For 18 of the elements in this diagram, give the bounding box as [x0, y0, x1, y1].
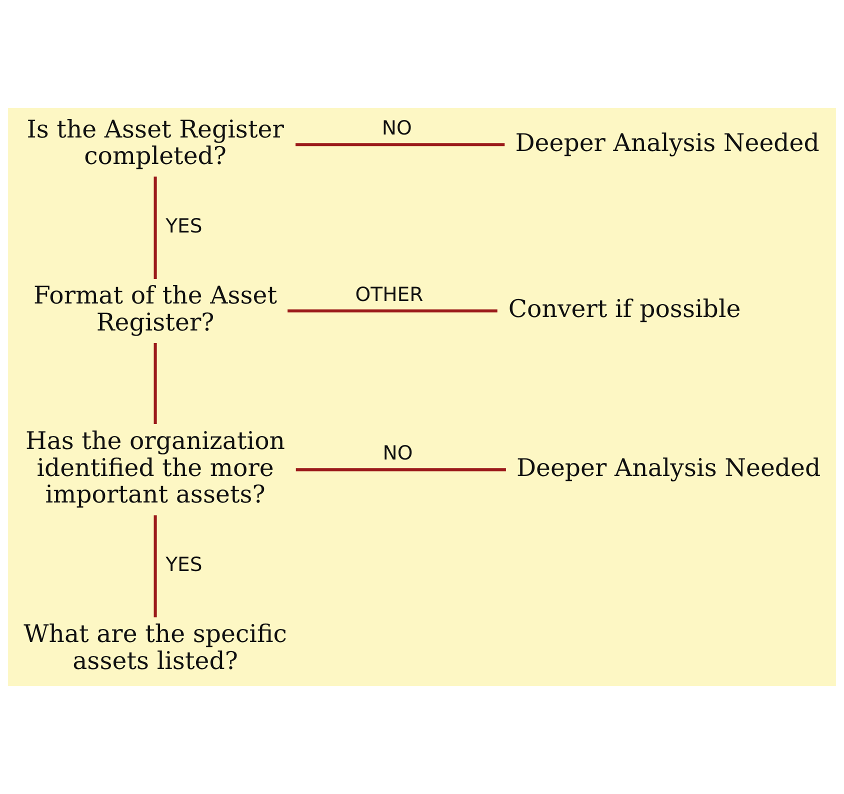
connector — [154, 342, 157, 424]
connector — [296, 468, 506, 472]
node-text: Deeper Analysis Needed — [516, 452, 821, 482]
node-text: Deeper Analysis Needed — [515, 128, 820, 157]
connector — [154, 176, 157, 279]
connector — [296, 143, 505, 146]
edge-label: NO — [382, 116, 412, 140]
edge-label: YES — [166, 214, 202, 238]
node-text: Format of the Asset Register? — [34, 280, 278, 336]
node-text: What are the specific assets listed? — [24, 619, 287, 675]
node-text: Convert if possible — [508, 294, 741, 323]
connector — [154, 515, 157, 618]
edge-label: YES — [166, 552, 202, 576]
edge-label: OTHER — [355, 282, 424, 306]
node-text: Is the Asset Register completed? — [26, 114, 284, 170]
connector — [288, 309, 498, 312]
node-text: Has the organization identified the more important assets? — [26, 426, 286, 509]
edge-label: NO — [382, 442, 413, 465]
